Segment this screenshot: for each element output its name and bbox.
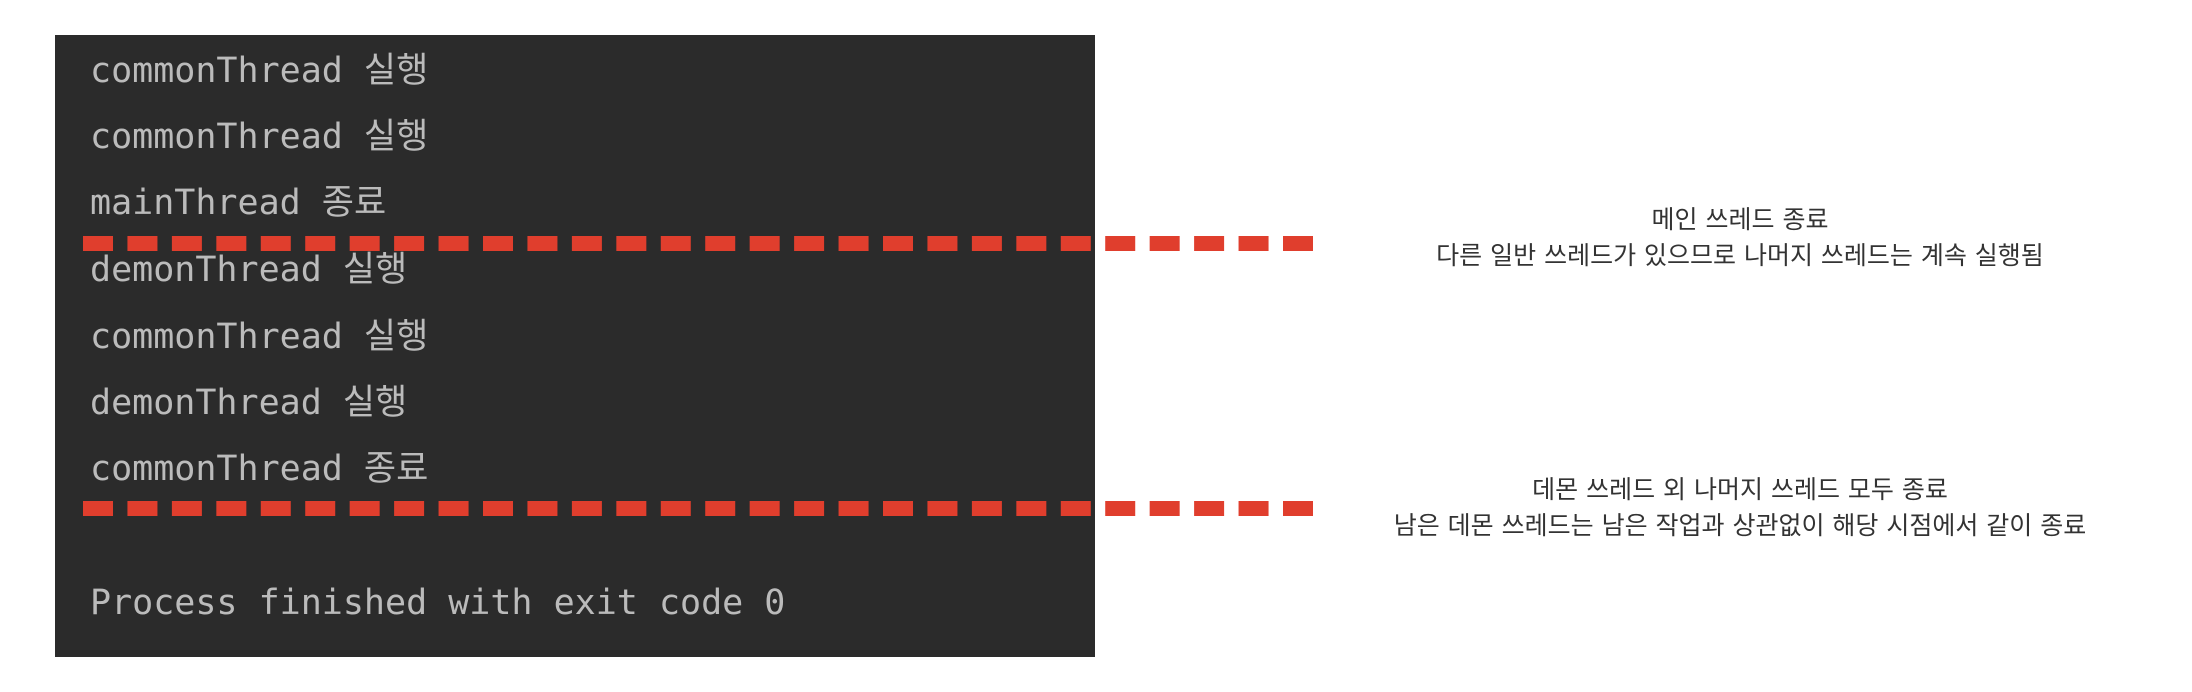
- annotation-detail: 남은 데몬 쓰레드는 남은 작업과 상관없이 해당 시점에서 같이 종료: [1393, 511, 2087, 540]
- console-line: commonThread 실행: [90, 317, 429, 357]
- annotation-title: 메인 쓰레드 종료: [1651, 205, 1829, 234]
- console-output-panel: commonThread 실행 commonThread 실행 mainThre…: [55, 35, 1095, 657]
- common-thread-end-annotation: 데몬 쓰레드 외 나머지 쓰레드 모두 종료 남은 데몬 쓰레드는 남은 작업과…: [1320, 472, 2160, 544]
- main-thread-end-annotation: 메인 쓰레드 종료 다른 일반 쓰레드가 있으므로 나머지 쓰레드는 계속 실행…: [1320, 202, 2160, 274]
- common-thread-end-divider: [83, 501, 1313, 516]
- console-line: commonThread 실행: [90, 51, 429, 91]
- console-line: commonThread 실행: [90, 117, 429, 157]
- annotation-title: 데몬 쓰레드 외 나머지 쓰레드 모두 종료: [1532, 475, 1948, 504]
- console-line: mainThread 종료: [90, 183, 387, 223]
- main-thread-end-divider: [83, 236, 1313, 251]
- console-line: commonThread 종료: [90, 449, 429, 489]
- console-exit-message: Process finished with exit code 0: [90, 583, 786, 623]
- console-line: demonThread 실행: [90, 250, 408, 290]
- annotation-detail: 다른 일반 쓰레드가 있으므로 나머지 쓰레드는 계속 실행됨: [1436, 241, 2044, 270]
- console-line: demonThread 실행: [90, 383, 408, 423]
